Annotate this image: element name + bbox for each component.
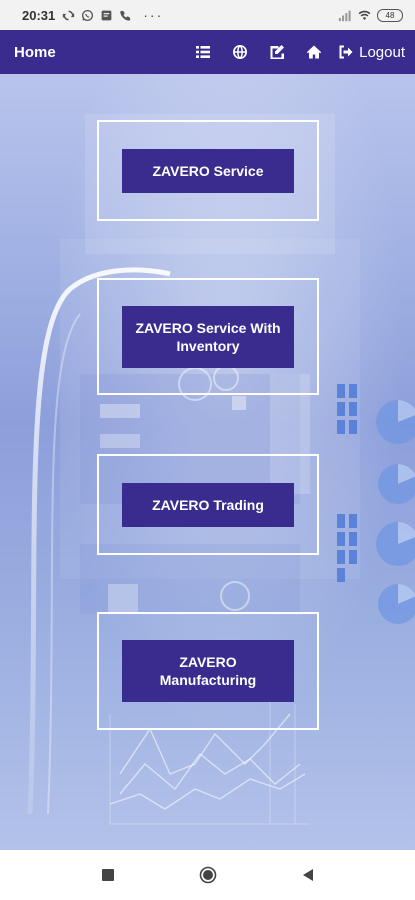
status-time: 20:31 xyxy=(22,7,56,23)
back-button[interactable] xyxy=(293,860,323,890)
system-home-button[interactable] xyxy=(193,860,223,890)
menu-item-label: ZAVERO Service With Inventory xyxy=(135,319,281,354)
page-title: Home xyxy=(14,43,56,61)
menu-item-label: ZAVERO Trading xyxy=(152,496,264,513)
language-button[interactable] xyxy=(221,30,258,74)
zavero-manufacturing-button[interactable]: ZAVERO Manufacturing xyxy=(122,640,294,702)
app-bar: Home Logout xyxy=(0,30,415,74)
battery-icon: 48 xyxy=(377,8,403,22)
logout-button[interactable]: Logout xyxy=(338,44,405,61)
home-circle-icon xyxy=(199,866,216,884)
zavero-service-with-inventory-button[interactable]: ZAVERO Service With Inventory xyxy=(122,305,294,368)
logout-icon xyxy=(339,45,353,59)
globe-icon xyxy=(232,45,247,59)
status-bar: 20:31 ··· 48 xyxy=(0,0,415,30)
edit-button[interactable] xyxy=(258,30,295,74)
phone-icon xyxy=(118,8,132,22)
wifi-icon xyxy=(357,8,371,22)
list-icon xyxy=(195,46,210,58)
status-system-icons: 48 xyxy=(337,8,403,22)
more-notifications-icon: ··· xyxy=(143,7,164,23)
recents-square-icon xyxy=(101,869,114,881)
whatsapp-icon xyxy=(80,8,94,22)
list-button[interactable] xyxy=(184,30,221,74)
status-notification-icons: ··· xyxy=(61,7,163,23)
edit-icon xyxy=(270,45,284,59)
background-illustration xyxy=(27,114,415,825)
menu-item-label: ZAVERO Manufacturing xyxy=(159,654,257,688)
back-triangle-icon xyxy=(302,869,313,881)
menu-card-zavero-service[interactable]: ZAVERO Service xyxy=(97,120,319,221)
home-button[interactable] xyxy=(295,30,332,74)
home-icon xyxy=(306,45,321,59)
zavero-service-button[interactable]: ZAVERO Service xyxy=(122,148,294,193)
menu-card-zavero-manufacturing[interactable]: ZAVERO Manufacturing xyxy=(97,612,319,730)
app-bar-actions: Logout xyxy=(184,30,405,74)
recents-button[interactable] xyxy=(93,860,123,890)
signal-icon xyxy=(337,8,351,22)
sync-icon xyxy=(61,8,75,22)
logout-label: Logout xyxy=(359,43,405,61)
zavero-trading-button[interactable]: ZAVERO Trading xyxy=(122,482,294,527)
system-nav-bar xyxy=(0,850,415,900)
menu-card-zavero-service-with-inventory[interactable]: ZAVERO Service With Inventory xyxy=(97,278,319,395)
notification-icon xyxy=(99,8,113,22)
menu-item-label: ZAVERO Service xyxy=(152,162,264,179)
menu-card-zavero-trading[interactable]: ZAVERO Trading xyxy=(97,454,319,555)
home-content: ZAVERO Service ZAVERO Service With Inven… xyxy=(0,74,415,850)
